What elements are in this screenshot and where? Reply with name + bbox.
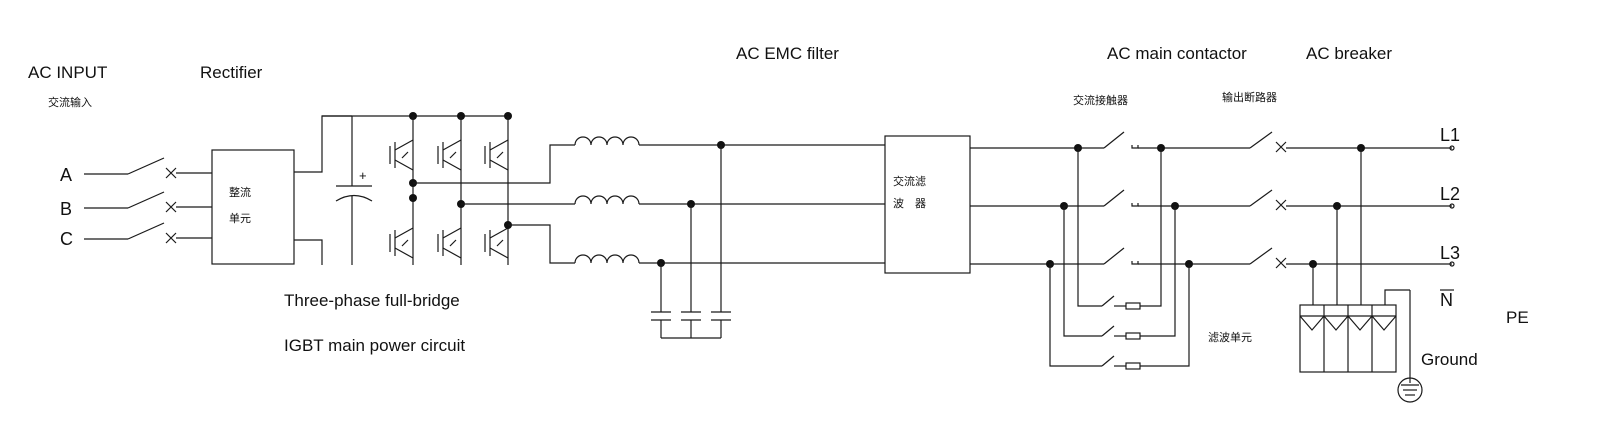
resistor-1-icon	[1125, 302, 1141, 310]
phase-a-label: A	[60, 165, 72, 185]
inductor-l3-icon	[574, 254, 640, 264]
terminal-l2	[1449, 203, 1455, 209]
phase-b-label: B	[60, 199, 72, 219]
breaker-cn-label: 输出断路器	[1222, 90, 1277, 104]
terminal-l1	[1449, 145, 1455, 151]
terminal-l3	[1449, 261, 1455, 267]
igbt-top-1-icon	[389, 139, 414, 171]
breaker-x-l1	[1275, 141, 1287, 153]
rectifier-unit-cn-2: 单元	[229, 212, 251, 225]
phase-c-label: C	[60, 229, 73, 249]
output-l2-label: L2	[1440, 184, 1460, 204]
output-l3-label: L3	[1440, 243, 1460, 263]
rectifier-unit-cn-1: 整流	[229, 185, 251, 199]
contactor-cn-label: 交流接触器	[1073, 93, 1128, 107]
ac-input-cn-label: 交流输入	[48, 95, 92, 109]
bridge-label-line1: Three-phase full-bridge	[284, 291, 460, 310]
main-contactor-label: AC main contactor	[1107, 44, 1247, 63]
output-l1-label: L1	[1440, 125, 1460, 145]
bridge-label-line2: IGBT main power circuit	[284, 336, 465, 355]
input-switch-x-c	[165, 232, 177, 244]
igbt-top-3-icon	[484, 139, 509, 171]
input-phases: A B C	[60, 157, 212, 249]
output-n-label: N	[1440, 290, 1453, 310]
breaker-x-l3	[1275, 257, 1287, 269]
main-contactor	[1046, 131, 1250, 268]
inductor-l1-icon	[574, 136, 640, 146]
inductor-l2-icon	[574, 195, 640, 205]
igbt-bridge	[389, 112, 575, 265]
igbt-bottom-2-icon	[437, 227, 462, 259]
output-inductors	[574, 136, 885, 264]
ac-input-label: AC INPUT	[28, 63, 107, 82]
filter-cn-1: 交流滤	[893, 174, 926, 188]
output-breaker: L1 L2 L3 N	[1249, 125, 1460, 310]
pe-label: PE	[1506, 308, 1529, 327]
resistor-2-icon	[1125, 332, 1141, 340]
rectifier-unit: 整流 单元	[211, 149, 295, 265]
filter-unit-cn-label: 滤波单元	[1208, 331, 1252, 344]
filter-cn-2: 波 器	[893, 197, 926, 210]
ac-filter-box: 交流滤 波 器	[884, 135, 1078, 274]
input-switch-x-a	[165, 167, 177, 179]
input-switch-x-b	[165, 201, 177, 213]
dc-bus: +	[294, 115, 510, 265]
capacitor-plus: +	[359, 168, 367, 183]
surge-protector	[1299, 148, 1423, 403]
filter-capacitors	[651, 141, 731, 339]
resistor-3-icon	[1125, 362, 1141, 370]
filter-unit	[1049, 148, 1190, 370]
rectifier-label: Rectifier	[200, 63, 263, 82]
emc-filter-label: AC EMC filter	[736, 44, 839, 63]
breaker-x-l2	[1275, 199, 1287, 211]
igbt-bottom-1-icon	[389, 227, 414, 259]
ground-label: Ground	[1421, 350, 1478, 369]
igbt-bottom-3-icon	[484, 227, 509, 259]
igbt-top-2-icon	[437, 139, 462, 171]
breaker-label: AC breaker	[1306, 44, 1392, 63]
